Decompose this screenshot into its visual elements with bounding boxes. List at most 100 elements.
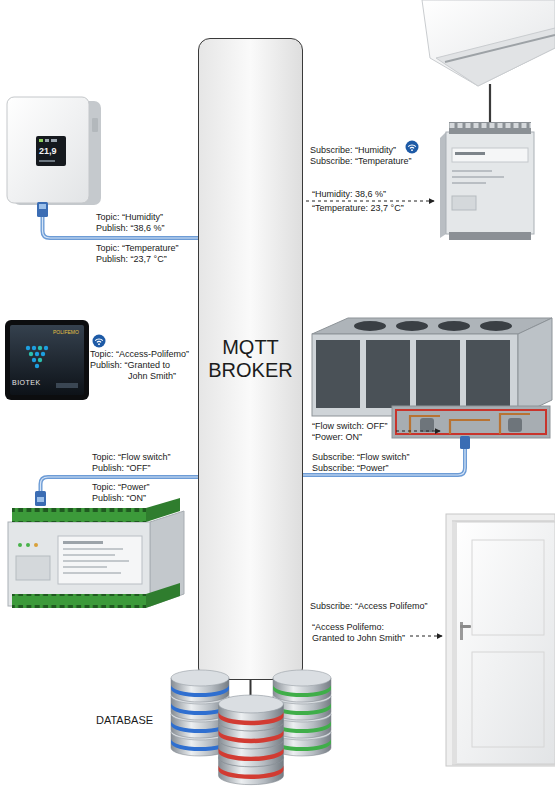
publish-text: Publish: “OFF”	[92, 463, 151, 474]
message-arrow	[410, 636, 442, 637]
io-module	[16, 556, 50, 580]
chiller-unit	[480, 321, 512, 331]
database-stack	[171, 670, 331, 785]
subscribe-text: Subscribe: “Temperature”	[310, 156, 412, 167]
air-conditioner	[489, 84, 491, 124]
touch-panel	[56, 383, 78, 388]
air-conditioner	[422, 0, 555, 86]
touch-panel	[35, 352, 39, 356]
wifi-icon	[95, 339, 103, 341]
humidity-sensor	[51, 139, 57, 142]
ethernet-cable	[37, 202, 48, 217]
wifi-icon	[98, 343, 100, 345]
chiller-unit	[438, 321, 470, 331]
wifi-icon	[93, 335, 106, 348]
database-stack	[219, 695, 284, 785]
door	[472, 540, 544, 635]
wifi-icon	[411, 149, 413, 151]
humidity-sensor	[7, 97, 89, 203]
wifi-icon	[410, 147, 414, 149]
hvac-controller	[455, 152, 485, 155]
io-module	[8, 522, 150, 606]
database-stack	[219, 695, 284, 713]
message-arrow	[396, 431, 440, 432]
io-module	[34, 543, 38, 547]
broker-box: MQTT BROKER	[198, 38, 303, 680]
chiller-unit	[312, 318, 552, 334]
database-stack	[219, 712, 284, 725]
message-text: “Access Polifemo: Granted to John Smith”	[312, 622, 413, 644]
ethernet-cable	[460, 436, 470, 449]
touch-panel	[32, 346, 36, 350]
touch-panel	[26, 346, 30, 350]
hvac-controller	[452, 196, 476, 210]
topic-text: Topic: “Humidity”	[96, 212, 163, 223]
door	[446, 514, 555, 766]
database-stack	[219, 766, 284, 779]
humidity-sensor	[92, 118, 98, 132]
io-module	[58, 536, 142, 584]
io-module	[8, 498, 184, 608]
chiller-unit	[416, 340, 460, 408]
database-stack	[273, 685, 331, 697]
brand-text: POLIFEMO	[53, 329, 79, 336]
chiller-unit	[420, 418, 434, 432]
chiller-unit	[354, 321, 386, 331]
ethernet-cable	[303, 449, 465, 475]
touch-panel	[44, 346, 48, 350]
brand-text: BIOTEK	[12, 378, 41, 387]
subscribe-text: Subscribe: “Power”	[312, 463, 389, 474]
ethernet-cable	[35, 491, 46, 506]
io-module	[63, 572, 121, 574]
chiller-unit	[366, 340, 410, 408]
air-conditioner	[436, 28, 555, 86]
chiller-unit	[396, 410, 546, 434]
ethernet-cable	[35, 477, 198, 506]
ethernet-cable	[37, 497, 44, 502]
wifi-icon	[97, 341, 101, 343]
subscribe-text: Subscribe: “Humidity”	[310, 145, 396, 156]
hvac-controller	[452, 170, 492, 172]
publish-text: Publish: “38,6 %”	[96, 223, 165, 234]
io-module	[146, 498, 180, 522]
door	[456, 522, 555, 764]
chiller-unit	[312, 318, 552, 438]
subscribe-text: Subscribe: “Access Polifemo”	[310, 601, 428, 612]
io-module	[63, 554, 115, 556]
ethernet-cable	[37, 202, 198, 238]
database-node: DATABASE	[90, 700, 355, 790]
hvac-controller	[449, 122, 531, 134]
touch-panel	[38, 358, 42, 362]
wifi-icon	[408, 145, 416, 147]
door	[452, 522, 457, 764]
hvac-controller	[449, 122, 531, 134]
touch-panel	[29, 352, 33, 356]
message-arrow	[306, 201, 434, 202]
io-module	[12, 508, 146, 522]
chiller-unit	[316, 340, 360, 408]
air-conditioner	[422, 0, 555, 124]
database-label: DATABASE	[96, 714, 153, 727]
chiller-unit	[392, 406, 550, 438]
humidity-sensor	[39, 139, 43, 142]
message-text: “Humidity: 38,6 %”	[312, 189, 386, 200]
humidity-sensor	[7, 97, 101, 205]
io-module	[146, 583, 180, 608]
door	[472, 652, 544, 747]
subscribe-text: Subscribe: “Flow switch”	[312, 452, 410, 463]
publish-text: Publish: “23,7 °C”	[96, 254, 167, 265]
database-icon	[90, 700, 355, 790]
io-module	[18, 543, 22, 547]
message-arrow	[396, 431, 440, 432]
wifi-icon	[406, 141, 419, 154]
hvac-controller	[452, 176, 504, 178]
touch-panel	[5, 320, 89, 400]
humidity-sensor	[36, 136, 66, 166]
message-arrow	[306, 201, 434, 202]
wifi-icon	[93, 335, 106, 348]
topic-text: Topic: “Power”	[92, 482, 150, 493]
chiller-unit	[312, 334, 518, 416]
io-module	[12, 594, 146, 608]
hvac-controller	[440, 132, 446, 238]
